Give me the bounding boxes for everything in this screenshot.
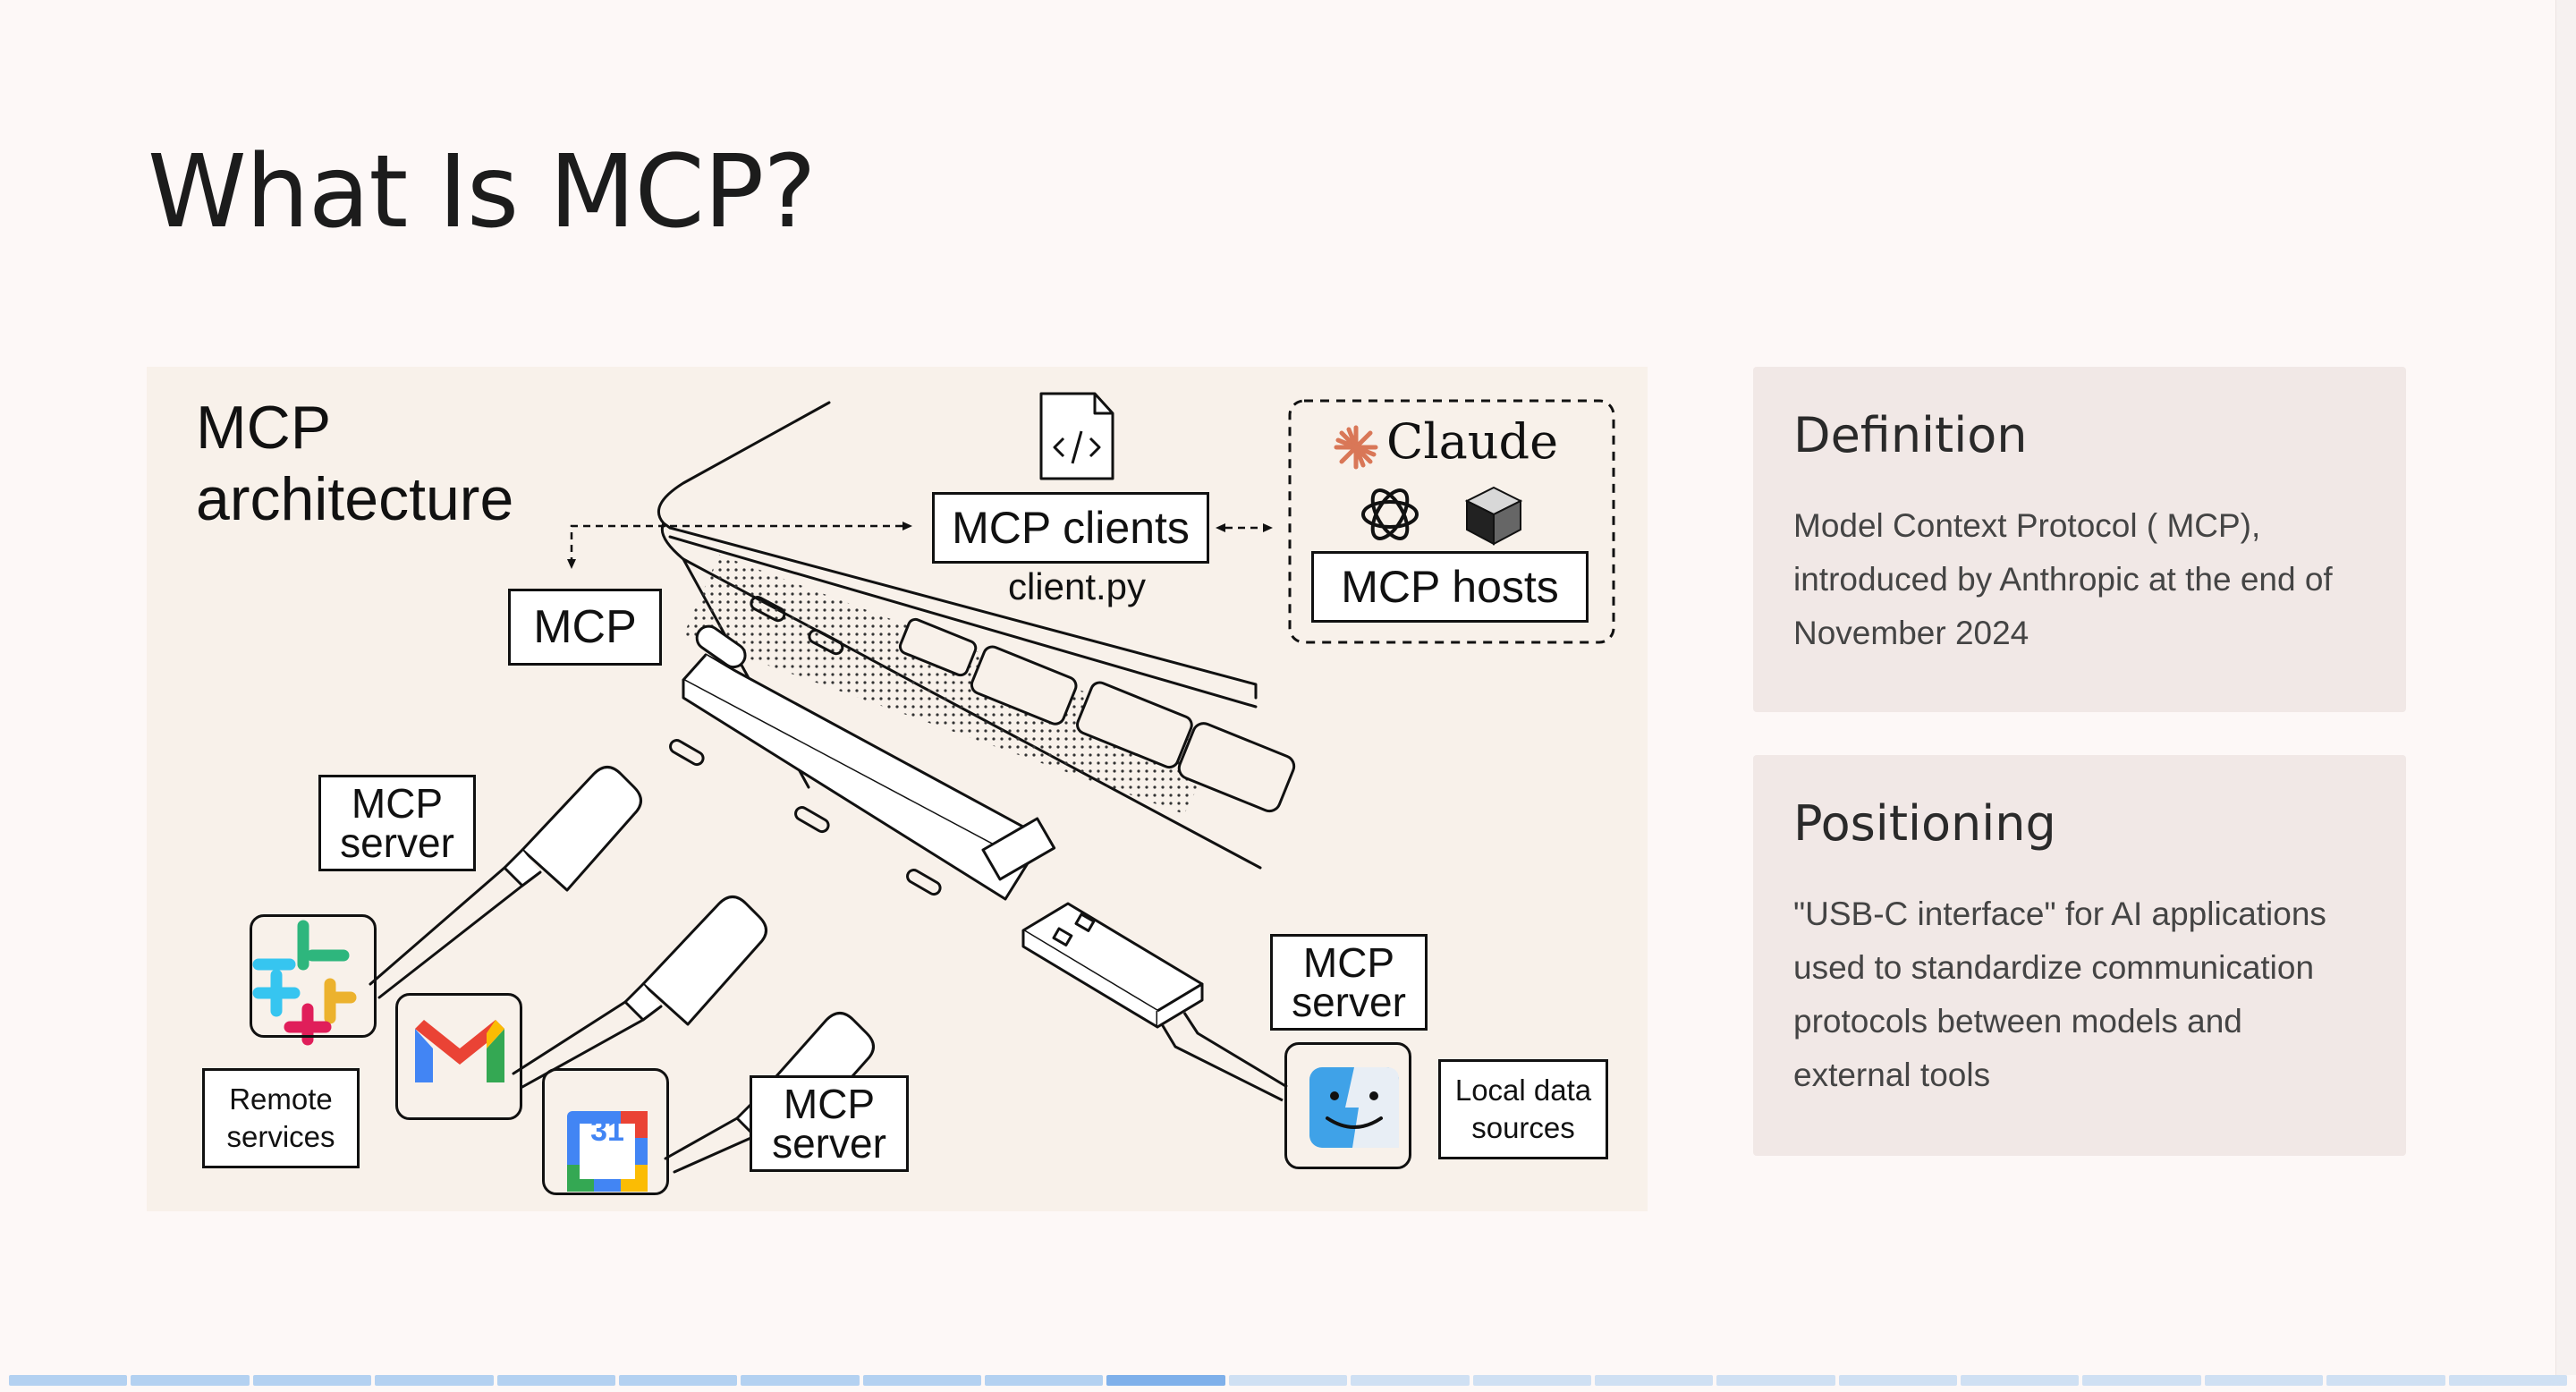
progress-segment-1[interactable] — [9, 1375, 128, 1386]
gmail-app-tile — [395, 993, 522, 1120]
progress-segment-9[interactable] — [985, 1375, 1104, 1386]
mcp-server-bottom-line-1: MCP — [783, 1081, 876, 1127]
progress-segment-20[interactable] — [2326, 1375, 2445, 1386]
progress-segment-7[interactable] — [741, 1375, 860, 1386]
progress-segment-11[interactable] — [1228, 1375, 1348, 1386]
cube-icon — [1464, 486, 1523, 546]
definition-card: Definition Model Context Protocol ( MCP)… — [1753, 367, 2406, 712]
diagram-title-line-1: MCP — [196, 394, 332, 462]
finder-app-tile — [1284, 1042, 1411, 1169]
diagram-title-line-2: architecture — [196, 465, 514, 533]
positioning-line-4: external tools — [1793, 1057, 1991, 1093]
calendar-app-tile: 31 — [542, 1068, 669, 1195]
mcp-server-bottom-box: MCP server — [750, 1075, 909, 1172]
progress-segment-15[interactable] — [1716, 1375, 1835, 1386]
progress-segment-21[interactable] — [2448, 1375, 2567, 1386]
progress-segment-8[interactable] — [862, 1375, 981, 1386]
mcp-server-right-line-1: MCP — [1302, 939, 1395, 986]
claude-spark-icon — [1334, 425, 1378, 470]
progress-segment-4[interactable] — [375, 1375, 494, 1386]
positioning-card-body: "USB-C interface" for AI applications us… — [1793, 887, 2366, 1102]
definition-card-title: Definition — [1793, 407, 2028, 463]
slack-icon — [252, 920, 357, 1046]
progress-segment-12[interactable] — [1351, 1375, 1470, 1386]
slide-progress-bar[interactable] — [0, 1375, 2576, 1386]
usb-hub-illustration — [669, 624, 1056, 901]
progress-segment-17[interactable] — [1961, 1375, 2080, 1386]
diagram-title: MCP architecture — [196, 392, 513, 535]
diagram-illustration — [252, 392, 1615, 1192]
positioning-card: Positioning "USB-C interface" for AI app… — [1753, 755, 2406, 1156]
slack-app-tile — [250, 914, 377, 1038]
calendar-day: 31 — [590, 1114, 624, 1148]
progress-segment-2[interactable] — [131, 1375, 250, 1386]
slide-title: What Is MCP? — [148, 134, 817, 250]
progress-segment-18[interactable] — [2082, 1375, 2201, 1386]
mcp-box: MCP — [508, 589, 662, 666]
local-data-line-2: sources — [1471, 1111, 1575, 1144]
code-file-icon — [1039, 392, 1114, 480]
mcp-hosts-box: MCP hosts — [1311, 551, 1589, 623]
usb-a-plug-illustration — [1021, 902, 1288, 1102]
definition-line-1: Model Context Protocol ( MCP), — [1793, 507, 2261, 544]
local-data-sources-box: Local data sources — [1438, 1059, 1608, 1159]
remote-services-box: Remote services — [202, 1068, 360, 1168]
progress-segment-6[interactable] — [618, 1375, 738, 1386]
mcp-server-right-box: MCP server — [1270, 934, 1428, 1031]
progress-segment-19[interactable] — [2204, 1375, 2324, 1386]
progress-segment-10[interactable] — [1106, 1375, 1225, 1386]
mcp-server-left-line-1: MCP — [351, 780, 444, 827]
gmail-icon — [415, 1020, 504, 1082]
positioning-card-title: Positioning — [1793, 795, 2056, 852]
claude-wordmark: Claude — [1386, 413, 1559, 470]
openai-icon — [1361, 488, 1419, 540]
definition-line-2: introduced by Anthropic at the end of — [1793, 561, 2333, 598]
arrow-heads — [567, 522, 1273, 569]
positioning-line-3: protocols between models and — [1793, 1003, 2242, 1040]
mcp-clients-box: MCP clients — [932, 492, 1209, 564]
definition-line-3: November 2024 — [1793, 615, 2029, 651]
finder-icon — [1309, 1067, 1399, 1148]
client-file-label: client.py — [1007, 565, 1147, 607]
progress-segment-3[interactable] — [252, 1375, 372, 1386]
mcp-server-left-box: MCP server — [318, 775, 476, 871]
mcp-server-left-line-2: server — [340, 819, 454, 866]
right-edge-strip — [2555, 0, 2576, 1375]
mcp-hosts-container — [1288, 399, 1615, 644]
mcp-server-right-line-2: server — [1292, 979, 1406, 1025]
progress-segment-16[interactable] — [1838, 1375, 1957, 1386]
progress-segment-14[interactable] — [1594, 1375, 1714, 1386]
remote-services-line-2: services — [226, 1120, 335, 1153]
mcp-server-bottom-line-2: server — [772, 1120, 886, 1167]
positioning-line-1: "USB-C interface" for AI applications — [1793, 895, 2326, 932]
local-data-line-1: Local data — [1454, 1074, 1592, 1107]
mcp-architecture-diagram: MCP architecture MCP MCP clients client.… — [147, 367, 1648, 1211]
remote-services-line-1: Remote — [229, 1082, 333, 1116]
calendar-icon — [567, 1111, 648, 1192]
progress-segment-13[interactable] — [1472, 1375, 1591, 1386]
connection-arrows — [570, 524, 1263, 559]
definition-card-body: Model Context Protocol ( MCP), introduce… — [1793, 499, 2366, 660]
progress-segment-5[interactable] — [496, 1375, 615, 1386]
laptop-illustration — [657, 401, 1296, 870]
positioning-line-2: used to standardize communication — [1793, 949, 2315, 986]
